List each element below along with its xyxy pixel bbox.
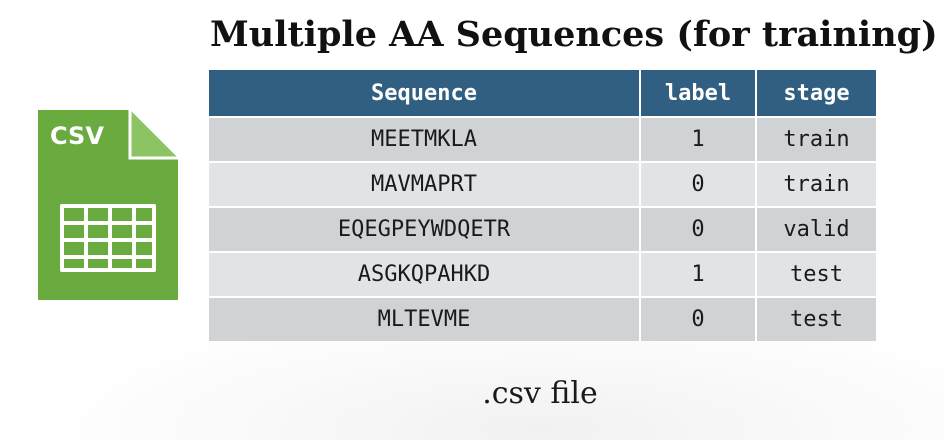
figure-title: Multiple AA Sequences (for training) <box>210 14 938 55</box>
table-row: MLTEVME 0 test <box>209 296 876 341</box>
cell-sequence: MEETMKLA <box>209 116 641 162</box>
csv-file-icon: CSV <box>38 110 178 300</box>
cell-stage: valid <box>756 206 876 252</box>
sequence-table: Sequence label stage MEETMKLA 1 train MA… <box>209 70 876 341</box>
cell-sequence: MAVMAPRT <box>209 161 641 207</box>
cell-label: 1 <box>640 251 757 297</box>
column-header-stage: stage <box>756 70 876 117</box>
cell-stage: train <box>756 116 876 162</box>
table-row: MAVMAPRT 0 train <box>209 161 876 207</box>
cell-stage: test <box>756 296 876 341</box>
table-header-row: Sequence label stage <box>209 70 876 117</box>
cell-label: 0 <box>640 161 757 207</box>
csv-icon-label: CSV <box>50 122 104 150</box>
file-caption: .csv file <box>482 376 598 411</box>
cell-sequence: MLTEVME <box>209 296 641 341</box>
cell-stage: test <box>756 251 876 297</box>
cell-label: 1 <box>640 116 757 162</box>
column-header-sequence: Sequence <box>209 70 641 117</box>
cell-sequence: EQEGPEYWDQETR <box>209 206 641 252</box>
cell-sequence: ASGKQPAHKD <box>209 251 641 297</box>
table-row: ASGKQPAHKD 1 test <box>209 251 876 297</box>
column-header-label: label <box>640 70 757 117</box>
cell-label: 0 <box>640 296 757 341</box>
table-row: MEETMKLA 1 train <box>209 116 876 162</box>
cell-label: 0 <box>640 206 757 252</box>
table-row: EQEGPEYWDQETR 0 valid <box>209 206 876 252</box>
cell-stage: train <box>756 161 876 207</box>
